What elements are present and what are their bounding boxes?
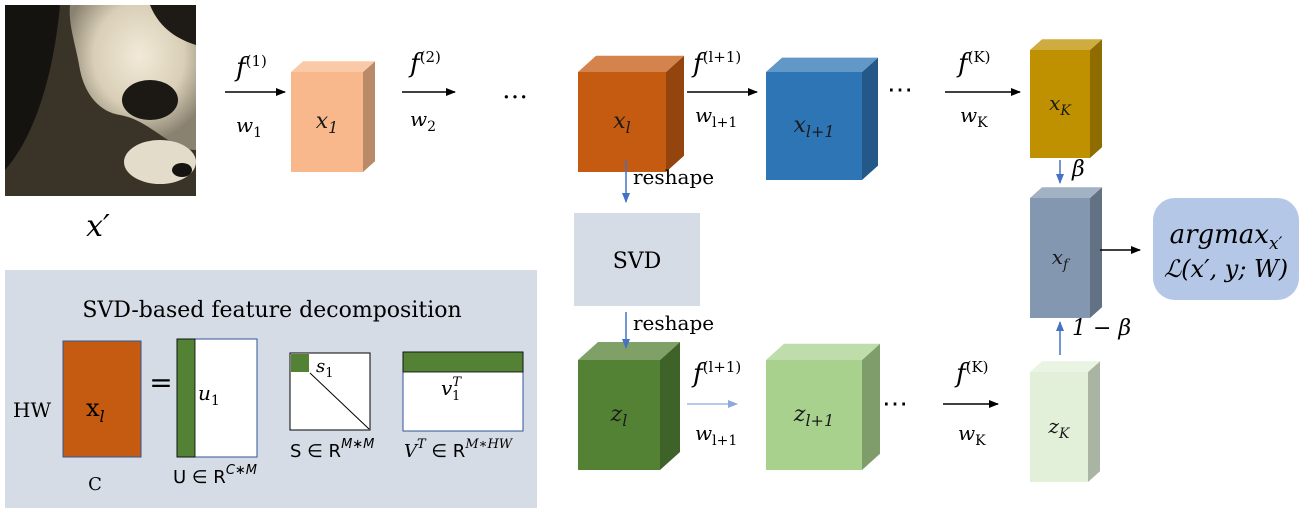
s-dim-label: S ∈ RM∗M [290,437,374,462]
block-x1-side [363,61,375,173]
decomposition-panel: SVD-based feature decomposition HW xl C … [5,270,537,508]
block-zK: zK [1030,361,1100,482]
label-reshape-1: reshape [633,165,714,189]
block-zl-top [578,342,680,360]
block-xK: xK [1030,39,1102,159]
block-zl1-top [766,343,880,360]
feature-blocks: x1 xl xl+1 xK xf zl zl+1 zK [291,39,1102,482]
label-bottom-wl1: wl+1 [695,421,737,449]
block-xK-side [1090,39,1102,159]
label-f1: f(1) [234,52,267,83]
panda-shadow [5,5,60,170]
u-dim-label: U ∈ RC∗M [173,463,257,488]
block-zl-front [578,360,660,470]
matrix-s-diagonal [309,372,370,430]
block-xf: xf [1030,187,1102,318]
s1-label: s1 [316,356,334,381]
svd-box [574,213,700,306]
block-zK-side [1088,361,1100,482]
block-zl1-label: zl+1 [793,402,834,430]
label-beta: β [1071,157,1085,182]
c-label: C [88,474,102,495]
block-xl-front [578,72,666,172]
block-xl1-label: xl+1 [793,113,834,141]
label-one-minus-beta: 1 − β [1072,316,1131,341]
block-zl1-side [862,343,880,470]
panel-title: SVD-based feature decomposition [82,298,461,323]
block-xl: xl [578,55,684,172]
label-bottom-wK: wK [958,421,986,449]
block-zK-top [1030,361,1100,372]
block-xl-top [578,55,684,72]
panda-snout [124,140,196,184]
hw-label: HW [13,398,51,422]
matrix-xl [62,340,142,458]
objective-box [1153,198,1299,300]
objective-line-1: argmaxx′ [1170,220,1283,254]
block-x1-label: x1 [316,109,339,137]
label-wK: wK [960,103,988,131]
vt-dim-label: VT ∈ RM∗HW [404,437,514,462]
block-zl-label: zl [610,402,628,430]
u1-label: u1 [198,381,220,409]
equals-sign: = [149,366,172,399]
block-xl1-front [766,72,862,180]
block-zl: zl [578,342,680,470]
objective-line-2: ℒ(x′, y; W) [1164,255,1288,283]
block-xl1-side [862,57,878,180]
panda-ear-dark [150,5,196,45]
image-caption: x′ [86,209,110,244]
matrix-s-entry [291,354,309,372]
block-zl1-front [766,360,862,470]
label-reshape-2: reshape [633,311,714,335]
block-zK-front [1030,372,1088,482]
block-xf-top [1030,187,1102,198]
label-wl1: wl+1 [695,103,737,131]
block-xl1: xl+1 [766,57,878,180]
block-xK-front [1030,50,1090,158]
matrix-u-column [176,338,196,458]
ellipsis-1: … [502,75,528,105]
block-zl1: zl+1 [766,343,880,470]
block-xK-top [1030,39,1102,50]
label-w2: w2 [410,107,436,135]
block-x1-top [291,61,375,72]
block-xf-label: xf [1052,245,1071,273]
block-xf-side [1090,187,1102,318]
label-bottom-fl1: f(l+1) [691,358,741,389]
label-bottom-fK: f(K) [954,358,989,389]
label-w1: w1 [236,113,262,141]
panda-image [5,5,196,196]
block-x1-front [291,72,363,172]
ellipsis-bottom: ⋯ [882,389,908,419]
label-fl1: f(l+1) [691,48,741,79]
panda-eye-patch [122,80,178,120]
matrix-xl-label: xl [86,394,105,426]
label-fK: f(K) [956,48,991,79]
block-x1: x1 [291,61,375,173]
block-xK-label: xK [1049,91,1072,119]
svd-box-label: SVD [613,249,662,274]
matrix-vt-row [402,351,524,373]
block-xl-side [666,55,684,172]
block-zK-label: zK [1047,414,1071,442]
panda-nose [172,163,192,177]
ellipsis-2: ⋯ [887,75,913,105]
block-xl1-top [766,57,878,72]
block-zl-side [660,342,680,470]
label-f2: f(2) [408,48,441,79]
block-xl-label: xl [613,109,631,137]
block-xf-front [1030,198,1090,318]
